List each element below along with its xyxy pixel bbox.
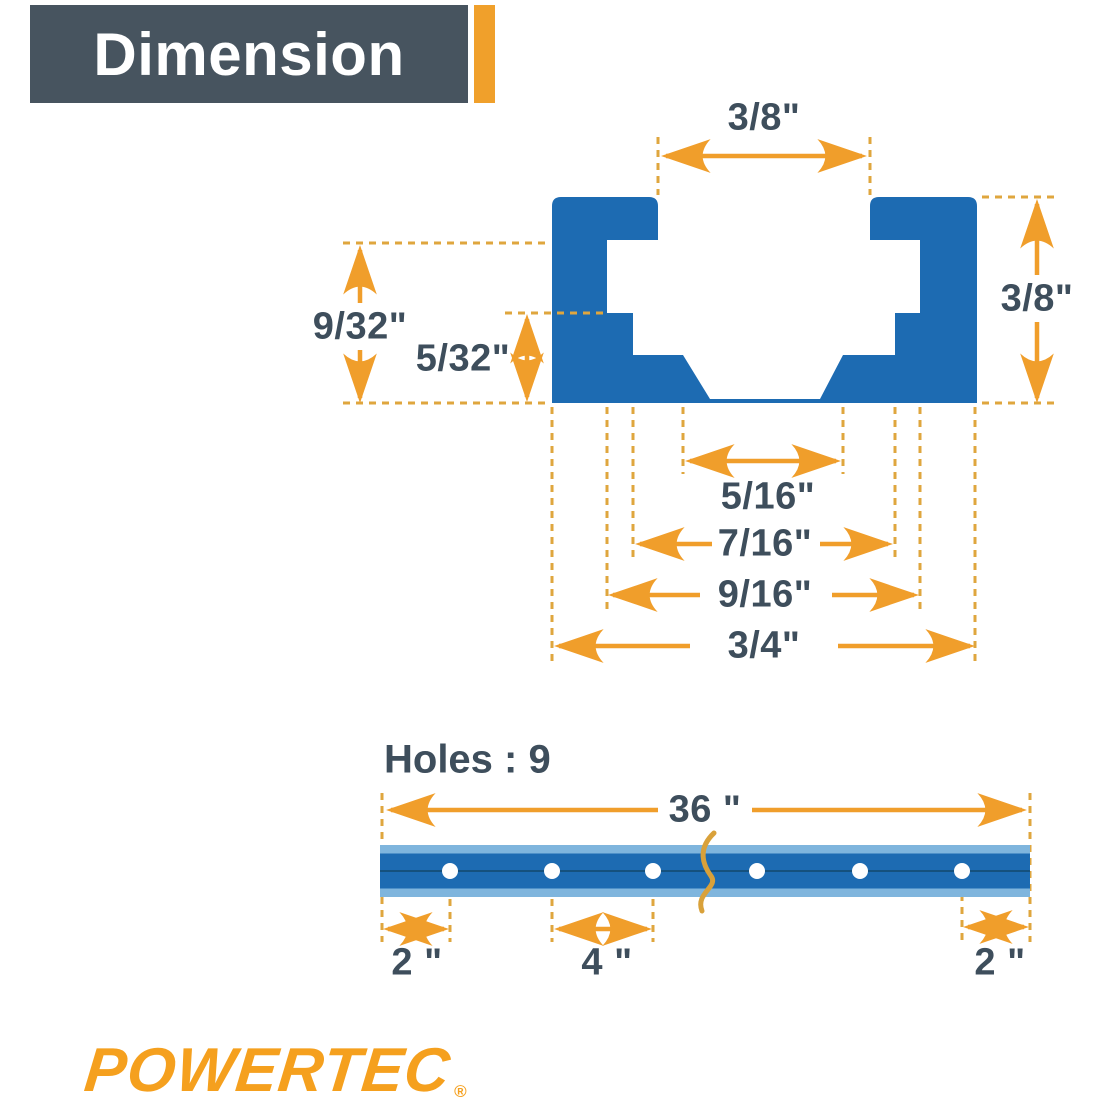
holes-count-label: Holes : 9 [384,737,551,782]
dimension-arrows [343,139,1054,946]
overall-height-label: 3/8" [1000,277,1074,320]
lip-depth-label: 9/32" [312,305,408,348]
track-hole [544,863,560,879]
header-accent-bar [474,5,495,103]
track-length-label: 36 " [668,788,742,831]
slot-width-label: 3/8" [727,96,801,139]
end-spacing-right-label: 2 " [974,941,1026,984]
groove-upper-width-label: 9/16" [717,573,813,616]
track-hole [645,863,661,879]
end-spacing-left-label: 2 " [391,941,443,984]
track-hole [852,863,868,879]
base-depth-label: 5/32" [415,337,511,380]
header-banner: Dimension [30,5,468,103]
groove-lower-width-label: 7/16" [717,522,813,565]
brand-wordmark: POWERTEC [81,1036,454,1105]
hole-spacing-label: 4 " [581,941,633,984]
track-hole [749,863,765,879]
overall-width-label: 3/4" [727,624,801,667]
t-track-cross-section [552,197,977,403]
track-bar [380,830,1030,914]
track-hole [954,863,970,879]
brand-logo: POWERTEC ® [81,1036,467,1105]
page-title: Dimension [93,20,405,88]
track-hole [442,863,458,879]
break-symbol [698,830,717,914]
registered-trademark-icon: ® [454,1082,467,1101]
groove-bottom-width-label: 5/16" [720,475,816,518]
